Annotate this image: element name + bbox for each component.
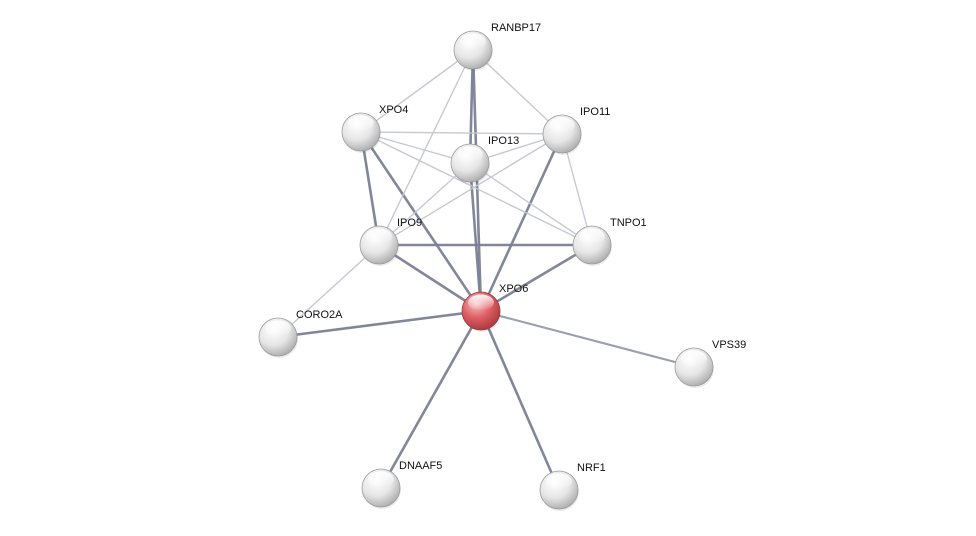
edge-xpo4-ipo11: [360, 131, 563, 135]
node-ipo13[interactable]: IPO13: [450, 135, 519, 184]
node-gloss: [265, 320, 291, 337]
node-label-coro2a: CORO2A: [296, 309, 343, 321]
edge-ipo13-tnpo1: [469, 162, 593, 246]
node-gloss: [579, 228, 605, 245]
node-label-xpo4: XPO4: [379, 104, 408, 116]
node-label-ranbp17: RANBP17: [491, 22, 541, 34]
node-ranbp17[interactable]: RANBP17: [453, 22, 541, 71]
node-gloss: [368, 471, 394, 488]
edge-ranbp17-ipo11: [472, 49, 563, 135]
edge-xpo6-tnpo1: [480, 243, 593, 313]
node-label-tnpo1: TNPO1: [610, 217, 647, 229]
edge-xpo6-ipo11: [479, 133, 564, 312]
edge-xpo6-vps39: [480, 309, 695, 369]
node-gloss: [457, 146, 483, 163]
edge-xpo4-tnpo1: [360, 131, 593, 246]
node-gloss: [348, 115, 374, 132]
node-gloss: [460, 33, 486, 50]
node-nrf1[interactable]: NRF1: [539, 462, 606, 511]
node-label-dnaaf5: DNAAF5: [399, 460, 442, 472]
node-gloss: [681, 350, 707, 367]
node-gloss: [546, 473, 572, 490]
node-vps39[interactable]: VPS39: [674, 339, 746, 388]
node-xpo4[interactable]: XPO4: [341, 104, 408, 153]
node-ipo9[interactable]: IPO9: [359, 217, 422, 266]
edge-ipo9-coro2a: [277, 244, 380, 338]
node-label-nrf1: NRF1: [577, 462, 606, 474]
edge-xpo6-xpo4: [359, 131, 483, 312]
edge-ipo11-ipo9: [378, 133, 563, 246]
edge-ipo13-ipo9: [378, 162, 471, 246]
node-label-ipo13: IPO13: [488, 135, 519, 147]
edge-xpo6-ipo9: [378, 243, 482, 313]
node-xpo6[interactable]: XPO6: [461, 283, 528, 332]
node-gloss: [549, 117, 575, 134]
edge-xpo6-nrf1: [479, 310, 561, 491]
node-label-ipo9: IPO9: [397, 217, 422, 229]
edge-xpo6-ipo13: [468, 162, 483, 312]
edge-xpo6-dnaaf5: [379, 310, 483, 489]
node-label-vps39: VPS39: [712, 339, 746, 351]
edges-layer: [277, 49, 695, 491]
edge-ranbp17-ipo9: [378, 49, 474, 246]
node-coro2a[interactable]: CORO2A: [258, 309, 343, 358]
edge-xpo6-coro2a: [277, 309, 482, 339]
node-ipo11[interactable]: IPO11: [542, 106, 610, 155]
node-label-xpo6: XPO6: [499, 283, 528, 295]
node-label-ipo11: IPO11: [580, 106, 610, 118]
node-gloss: [468, 294, 494, 311]
node-tnpo1[interactable]: TNPO1: [572, 217, 647, 266]
node-gloss: [366, 228, 392, 245]
node-dnaaf5[interactable]: DNAAF5: [361, 460, 442, 509]
edge-ranbp17-xpo4: [360, 49, 474, 133]
